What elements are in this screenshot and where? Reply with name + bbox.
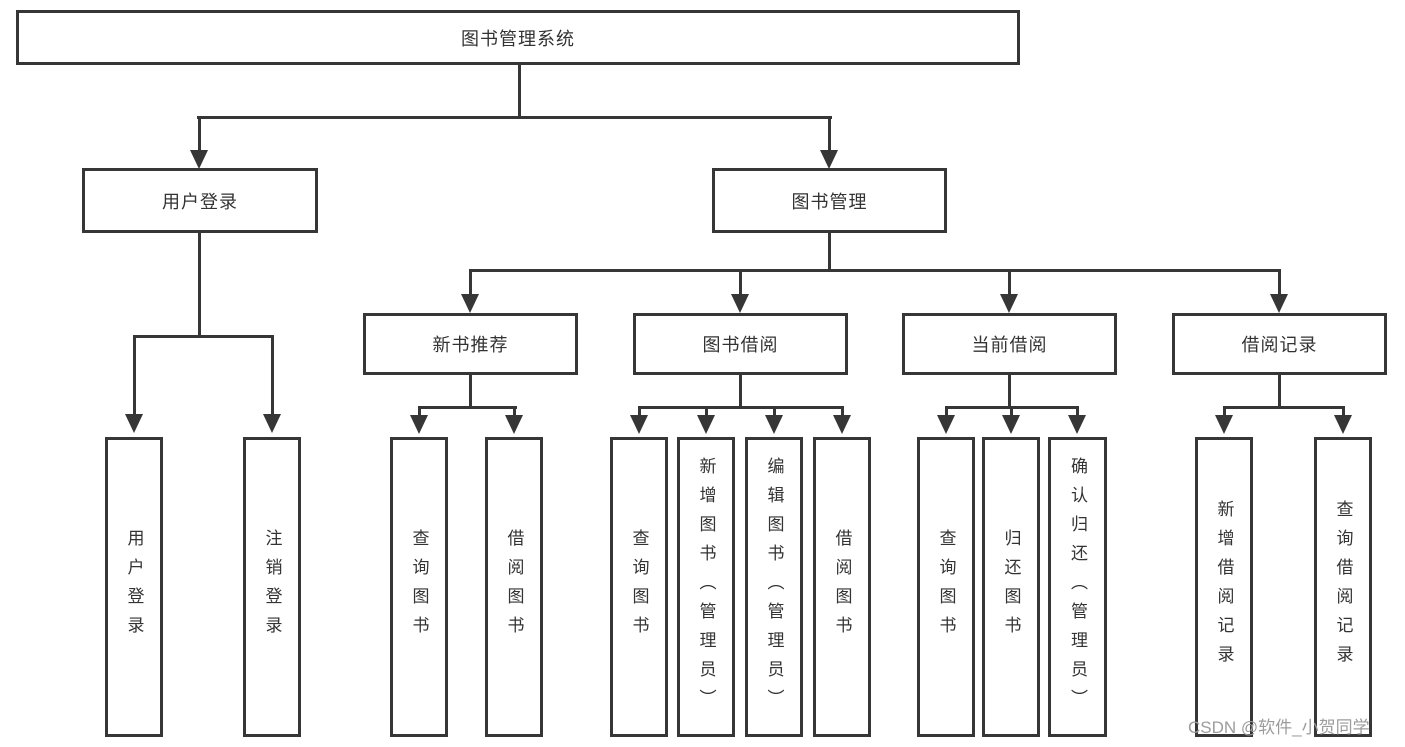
leaf-logout-login: 注销登录	[243, 437, 301, 737]
connector-new-book-vertical	[469, 375, 472, 409]
arrowhead-down	[833, 415, 851, 434]
connector-drop-current-borrowing	[1008, 269, 1011, 296]
connector-drop	[1223, 406, 1226, 417]
arrowhead-down	[1002, 415, 1020, 434]
connector-drop-new-book	[469, 269, 472, 296]
leaf-confirm-return-admin: 确认归还（管理员）	[1048, 437, 1107, 737]
arrowhead-down	[1215, 415, 1233, 434]
connector-borrowing-records-horizontal	[1223, 406, 1345, 409]
arrowhead-down	[765, 415, 783, 434]
arrowhead-down	[1000, 294, 1018, 313]
arrowhead-down	[937, 415, 955, 434]
arrowhead-down	[125, 414, 143, 433]
connector-drop-user-login	[198, 116, 201, 152]
connector-user-login-vertical	[198, 233, 201, 337]
node-book-borrowing: 图书借阅	[633, 313, 848, 375]
arrowhead-down	[1334, 415, 1352, 434]
leaf-query-books-borrowing: 查询图书	[610, 437, 668, 737]
connector-drop	[841, 406, 844, 417]
leaf-query-books-current: 查询图书	[917, 437, 975, 737]
connector-drop	[1076, 406, 1079, 417]
arrowhead-down	[820, 150, 838, 169]
connector-drop-book-borrowing	[739, 269, 742, 296]
connector-drop	[773, 406, 776, 417]
arrowhead-down	[731, 294, 749, 313]
connector-drop	[1342, 406, 1345, 417]
connector-book-borrowing-vertical	[739, 375, 742, 409]
connector-root-vertical	[518, 63, 521, 119]
arrowhead-down	[1270, 294, 1288, 313]
arrowhead-down	[630, 415, 648, 434]
connector-book-management-vertical	[828, 233, 831, 272]
arrowhead-down	[263, 414, 281, 433]
connector-drop	[418, 406, 421, 417]
connector-drop-book-management	[828, 116, 831, 152]
connector-current-borrowing-vertical	[1008, 375, 1011, 409]
leaf-return-books: 归还图书	[982, 437, 1040, 737]
node-new-book-recommendation: 新书推荐	[363, 313, 578, 375]
arrowhead-down	[505, 415, 523, 434]
node-book-management: 图书管理	[712, 168, 947, 233]
connector-root-horizontal	[197, 116, 832, 119]
leaf-edit-books-admin: 编辑图书（管理员）	[745, 437, 803, 737]
arrowhead-down	[461, 294, 479, 313]
connector-drop-borrowing-records	[1278, 269, 1281, 296]
leaf-borrow-books: 借阅图书	[813, 437, 871, 737]
connector-drop-leaf-logout	[271, 335, 274, 417]
node-borrowing-records: 借阅记录	[1172, 313, 1387, 375]
connector-drop	[513, 406, 516, 417]
node-current-borrowing: 当前借阅	[902, 313, 1117, 375]
leaf-add-books-admin: 新增图书（管理员）	[677, 437, 735, 737]
connector-drop	[1010, 406, 1013, 417]
arrowhead-down	[410, 415, 428, 434]
leaf-query-borrowing-record: 查询借阅记录	[1314, 437, 1372, 737]
node-user-login: 用户登录	[82, 168, 318, 233]
leaf-user-login: 用户登录	[105, 437, 163, 737]
csdn-watermark: CSDN @软件_小贺同学	[1188, 718, 1370, 737]
connector-drop	[638, 406, 641, 417]
arrowhead-down	[697, 415, 715, 434]
leaf-query-books-recommend: 查询图书	[390, 437, 448, 737]
arrowhead-down	[1068, 415, 1086, 434]
connector-book-borrowing-horizontal	[638, 406, 844, 409]
leaf-add-borrowing-record: 新增借阅记录	[1195, 437, 1253, 737]
leaf-borrow-books-recommend: 借阅图书	[485, 437, 543, 737]
connector-drop	[705, 406, 708, 417]
connector-drop-leaf-user-login	[133, 335, 136, 417]
connector-borrowing-records-vertical	[1278, 375, 1281, 409]
node-root-library-management-system: 图书管理系统	[16, 10, 1020, 65]
connector-drop	[945, 406, 948, 417]
connector-new-book-horizontal	[418, 406, 517, 409]
arrowhead-down	[190, 150, 208, 169]
connector-user-login-horizontal	[133, 335, 274, 338]
connector-book-management-horizontal	[469, 269, 1281, 272]
